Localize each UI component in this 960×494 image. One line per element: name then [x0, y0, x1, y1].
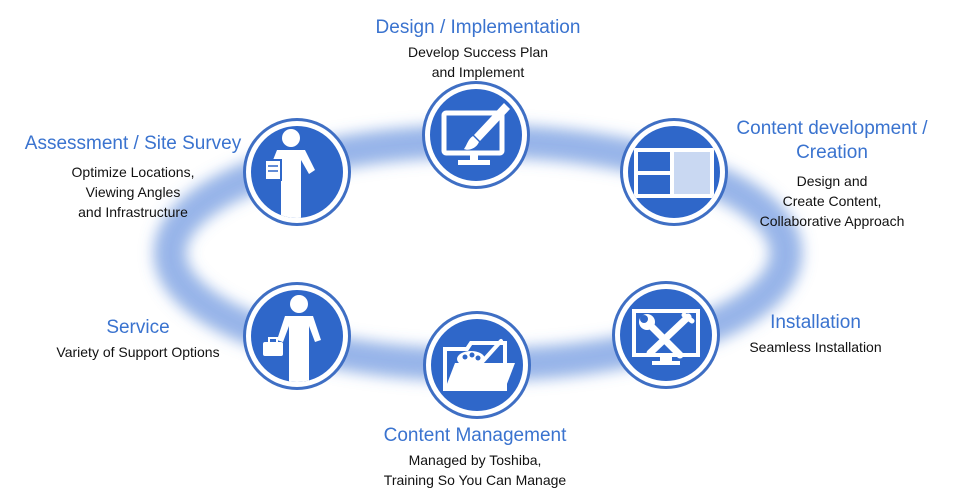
- wrench-screwdriver-icon: [632, 309, 700, 365]
- layout-grid-icon: [634, 148, 714, 198]
- content-management-desc-line: Training So You Can Manage: [383, 472, 567, 488]
- content-development-node: [620, 118, 728, 226]
- installation-description: Seamless Installation: [728, 337, 903, 357]
- design-desc-line: and Implement: [431, 64, 525, 80]
- service-title: Service: [106, 317, 170, 338]
- installation-node: [612, 281, 720, 389]
- assessment-description: Optimize Locations, Viewing Angles and I…: [8, 162, 258, 222]
- person-clipboard-icon: [264, 129, 315, 218]
- content-management-title: Content Management: [383, 425, 567, 446]
- assessment-desc-line: Viewing Angles: [85, 184, 181, 200]
- assessment-node: [243, 118, 351, 226]
- content-development-desc-line: Design and: [796, 173, 868, 189]
- folder-palette-icon: [443, 339, 515, 391]
- service-description: Variety of Support Options: [38, 342, 238, 362]
- installation-desc-line: Seamless Installation: [749, 339, 882, 355]
- service-label: Service Variety of Support Options: [38, 316, 238, 362]
- content-development-title: Content development / Creation: [712, 117, 952, 165]
- content-management-label: Content Management Managed by Toshiba, T…: [340, 424, 610, 490]
- installation-label: Installation Seamless Installation: [728, 311, 903, 357]
- person-toolbox-icon: [263, 295, 321, 382]
- content-development-title-line: Content development /: [736, 118, 928, 139]
- content-management-node: [423, 311, 531, 419]
- design-title: Design / Implementation: [375, 17, 581, 38]
- content-development-desc-line: Collaborative Approach: [759, 213, 905, 229]
- content-development-description: Design and Create Content, Collaborative…: [712, 171, 952, 231]
- installation-title: Installation: [770, 312, 861, 333]
- content-management-description: Managed by Toshiba, Training So You Can …: [340, 450, 610, 490]
- content-development-desc-line: Create Content,: [782, 193, 882, 209]
- design-node: [422, 81, 530, 189]
- assessment-desc-line: and Infrastructure: [78, 204, 188, 220]
- monitor-paintbrush-icon: [441, 103, 510, 165]
- assessment-label: Assessment / Site Survey Optimize Locati…: [8, 132, 258, 222]
- content-management-desc-line: Managed by Toshiba,: [408, 452, 542, 468]
- design-description: Develop Success Plan and Implement: [338, 42, 618, 82]
- service-desc-line: Variety of Support Options: [56, 344, 220, 360]
- assessment-title: Assessment / Site Survey: [24, 133, 242, 154]
- service-node: [243, 282, 351, 390]
- content-development-title-line: Creation: [796, 142, 868, 163]
- assessment-desc-line: Optimize Locations,: [71, 164, 195, 180]
- design-label: Design / Implementation Develop Success …: [338, 16, 618, 82]
- design-desc-line: Develop Success Plan: [407, 44, 549, 60]
- content-development-label: Content development / Creation Design an…: [712, 117, 952, 231]
